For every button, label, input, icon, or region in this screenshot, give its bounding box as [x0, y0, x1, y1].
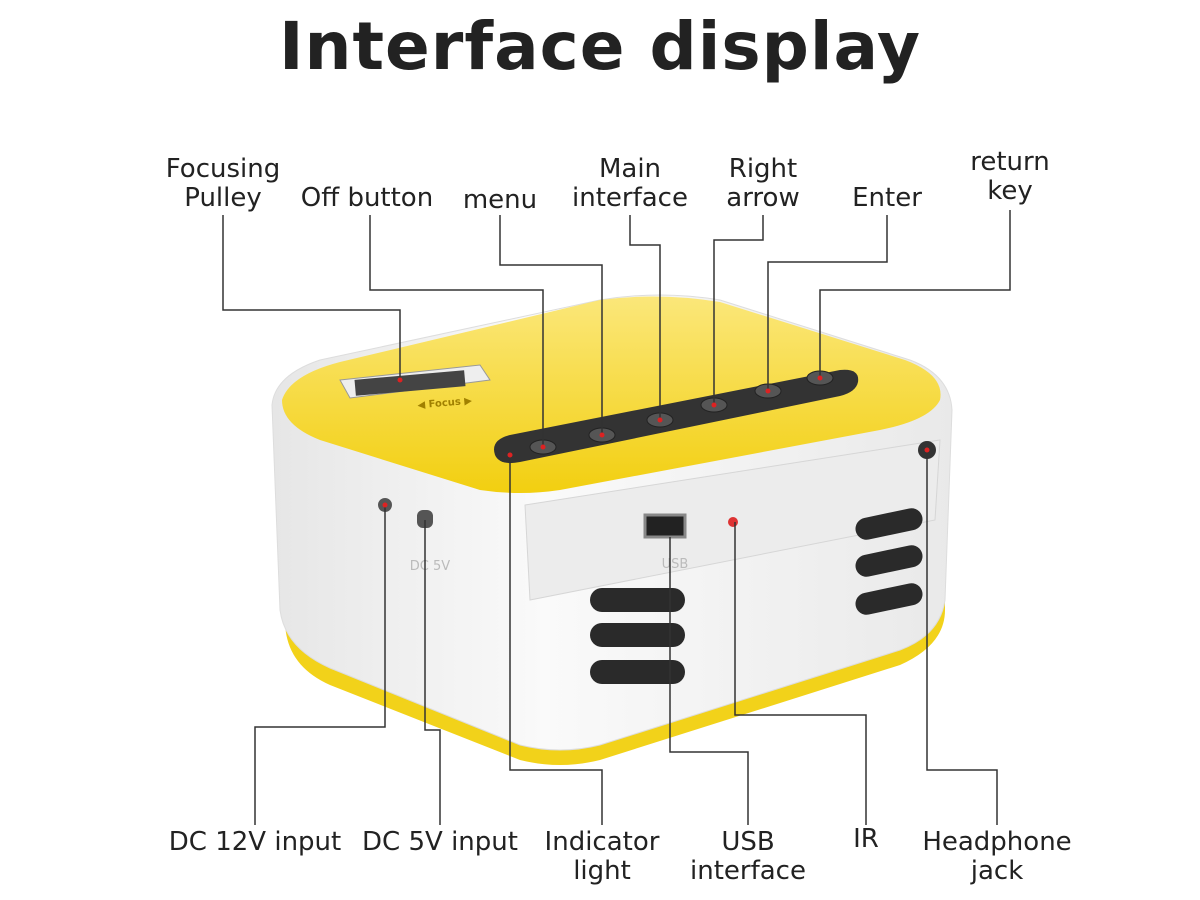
label-indicator-light: Indicator light — [544, 827, 660, 886]
page-title: Interface display — [278, 8, 922, 85]
ir-sensor — [728, 517, 738, 527]
label-main-interface: Main interface — [572, 154, 688, 213]
focus-marking: ◀ Focus ▶ — [417, 396, 473, 412]
usb-marking: USB — [662, 557, 689, 572]
label-usb-interface: USB interface — [690, 827, 806, 886]
bottom-band — [285, 590, 945, 765]
label-menu: menu — [462, 185, 538, 215]
label-dc-12v-input: DC 12V input — [168, 827, 342, 857]
focusing-pulley-window: ◀ Focus ▶ — [339, 364, 491, 412]
label-right-arrow: Right arrow — [726, 154, 800, 213]
label-return-key: return key — [970, 147, 1050, 206]
top-cover — [282, 296, 941, 493]
label-focusing-pulley: Focusing Pulley — [165, 154, 281, 213]
leader-lines — [222, 210, 1011, 825]
label-off-button: Off button — [300, 183, 434, 213]
dc5v-marking: DC 5V — [410, 559, 450, 574]
label-ir: IR — [853, 824, 879, 854]
dc-5v-port — [417, 510, 433, 528]
label-headphone-jack: Headphone jack — [922, 827, 1072, 886]
label-dc-5v-input: DC 5V input — [362, 827, 518, 857]
vents — [590, 508, 923, 684]
usb-port — [643, 513, 687, 539]
label-enter: Enter — [852, 183, 922, 213]
